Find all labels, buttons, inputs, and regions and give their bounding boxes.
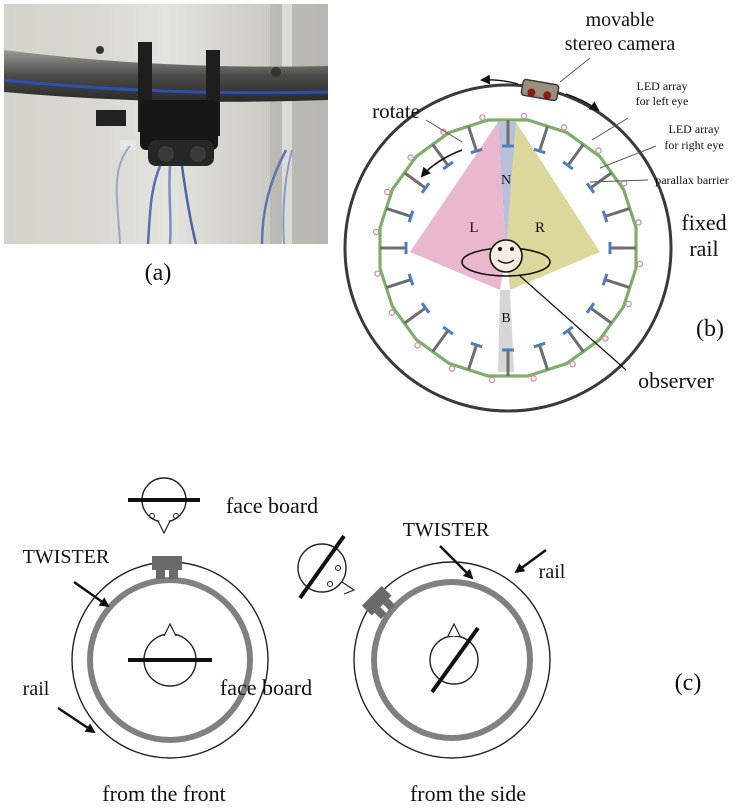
fixed-rail-circle	[343, 83, 673, 413]
label-region-l: L	[469, 220, 478, 236]
led-barrier-unit	[562, 325, 602, 368]
right-region	[506, 122, 600, 290]
side-rail-circle	[353, 561, 551, 759]
label-front-face-board-center: face board	[220, 675, 312, 700]
label-parallax-barrier: parallax barrier	[655, 173, 729, 187]
led-barrier-unit	[585, 302, 625, 342]
label-front-caption: from the front	[102, 781, 225, 806]
label-region-b: B	[501, 311, 510, 326]
led-barrier-unit	[372, 226, 408, 270]
side-camera-block	[361, 585, 396, 620]
label-led-left-1: LED array	[637, 79, 688, 93]
panel-b-diagram	[343, 57, 673, 413]
led-barrier-unit	[378, 187, 415, 230]
panel-c-label: (c)	[675, 670, 702, 696]
front-camera-block	[152, 556, 182, 570]
led-barrier-units	[372, 112, 644, 384]
panel-b-label: (b)	[696, 316, 724, 342]
north-region	[498, 122, 516, 252]
label-side-rail: rail	[539, 561, 566, 583]
led-barrier-unit	[414, 325, 454, 365]
led-barrier-unit	[526, 341, 569, 382]
led-barrier-unit	[486, 348, 530, 384]
label-side-twister: TWISTER	[403, 519, 490, 541]
label-region-n: N	[501, 173, 511, 188]
panel-c-front-view	[57, 477, 269, 759]
label-led-left-2: for left eye	[636, 94, 689, 108]
back-region	[498, 290, 514, 372]
led-barrier-unit	[447, 114, 490, 155]
panel-a-label: (a)	[145, 260, 172, 286]
led-barrier-unit	[585, 154, 628, 194]
observer-head	[489, 239, 523, 273]
label-rotate: rotate	[372, 99, 420, 123]
stereo-camera	[520, 78, 560, 102]
led-barrier-unit	[388, 302, 431, 342]
led-barrier-unit	[414, 128, 454, 171]
label-front-rail: rail	[23, 678, 50, 700]
led-barrier-unit	[374, 266, 415, 309]
led-barrier-unit	[601, 187, 642, 230]
led-barrier-unit	[391, 154, 431, 194]
left-region	[410, 122, 506, 290]
panel-c-side-view	[297, 534, 551, 759]
front-twister-ring	[87, 577, 253, 743]
label-side-caption: from the side	[410, 781, 526, 806]
led-barrier-unit	[608, 226, 644, 270]
led-barrier-unit	[562, 131, 602, 171]
label-observer: observer	[638, 368, 714, 393]
panel-a-photo	[3, 4, 329, 245]
label-stereo-camera: stereo camera	[565, 33, 676, 55]
label-front-twister: TWISTER	[23, 546, 110, 568]
label-led-right-2: for right eye	[664, 138, 723, 152]
label-led-right-1: LED array	[669, 122, 720, 136]
led-barrier-unit	[486, 112, 530, 148]
side-twister-ring	[371, 579, 533, 741]
label-front-face-board-top: face board	[226, 493, 318, 518]
led-barrier-unit	[447, 341, 490, 378]
label-movable: movable	[586, 9, 655, 31]
led-barrier-unit	[601, 266, 638, 309]
label-region-r: R	[535, 220, 545, 236]
label-fixed: fixed	[681, 210, 726, 235]
label-rail: rail	[689, 236, 718, 261]
led-barrier-unit	[526, 118, 569, 155]
